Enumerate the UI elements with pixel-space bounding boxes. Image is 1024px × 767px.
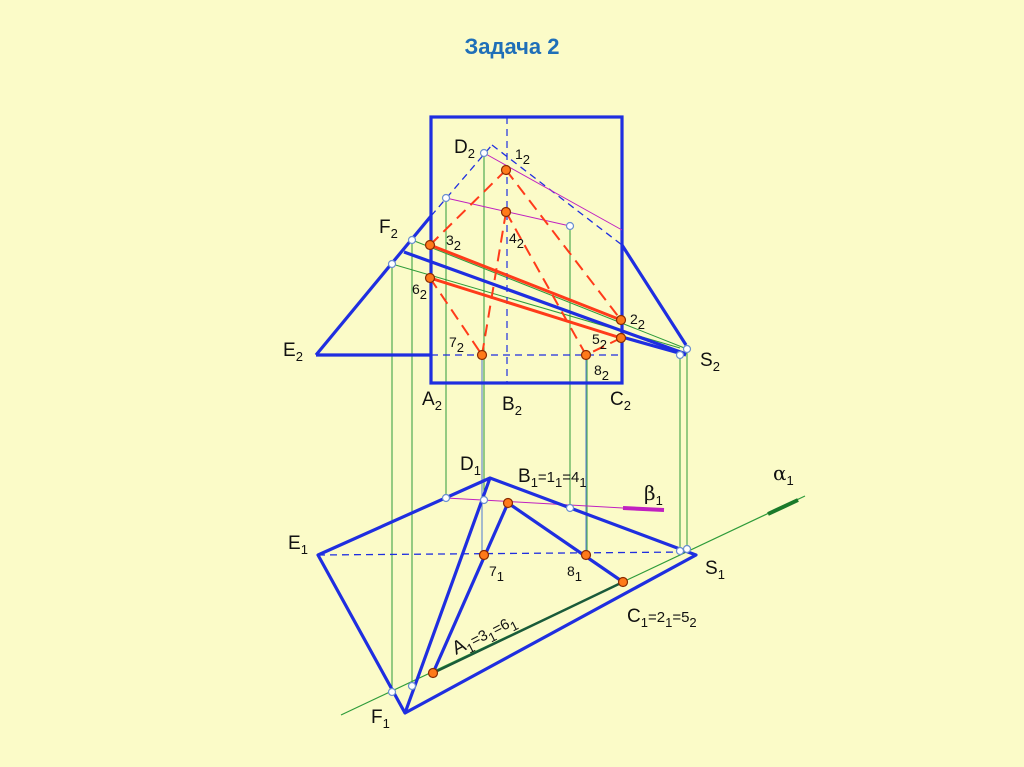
label-2-2: 22 — [630, 311, 645, 332]
prism-top — [431, 501, 624, 674]
label-F1: F1 — [371, 707, 390, 731]
open-points-front — [387, 148, 692, 360]
section-points-top — [427, 497, 629, 679]
pyramid-top — [316, 476, 698, 715]
label-E2: E2 — [283, 340, 303, 364]
projection-link-lines — [391, 153, 688, 692]
label-A2: A2 — [422, 389, 442, 413]
label-alpha1: α1 — [773, 461, 794, 488]
open-points-top — [387, 493, 692, 697]
label-D1: D1 — [460, 454, 481, 478]
label-C1: C1=21=52 — [627, 606, 697, 630]
label-7-2: 72 — [449, 334, 464, 355]
label-4-2: 42 — [509, 230, 524, 251]
section-front — [429, 243, 622, 340]
label-5-2: 52 — [592, 331, 607, 352]
label-C2: C2 — [610, 389, 631, 413]
label-1-2: 12 — [515, 146, 530, 167]
section-points-front — [424, 164, 627, 361]
label-E1: E1 — [288, 533, 308, 557]
label-3-2: 32 — [446, 232, 461, 253]
label-A1: A1=31=61 — [449, 610, 521, 663]
label-B1: B1=11=41 — [518, 466, 587, 490]
page-title: Задача 2 — [464, 34, 560, 59]
label-S2: S2 — [700, 350, 720, 374]
label-B2: B2 — [502, 394, 522, 418]
label-8-1: 81 — [567, 563, 582, 584]
beta-plane-line — [445, 497, 665, 512]
label-7-1: 71 — [489, 563, 504, 584]
label-8-2: 82 — [594, 362, 609, 383]
label-S1: S1 — [705, 558, 725, 582]
section-top-hidden — [317, 551, 689, 556]
section-link-lines — [481, 355, 587, 555]
label-beta1: β1 — [644, 481, 663, 508]
label-F2: F2 — [379, 217, 398, 241]
section-top-line — [432, 580, 624, 675]
label-D2: D2 — [454, 137, 475, 161]
label-6-2: 62 — [412, 281, 427, 302]
section-front-hidden — [429, 169, 622, 356]
magenta-lines-front — [445, 152, 623, 231]
